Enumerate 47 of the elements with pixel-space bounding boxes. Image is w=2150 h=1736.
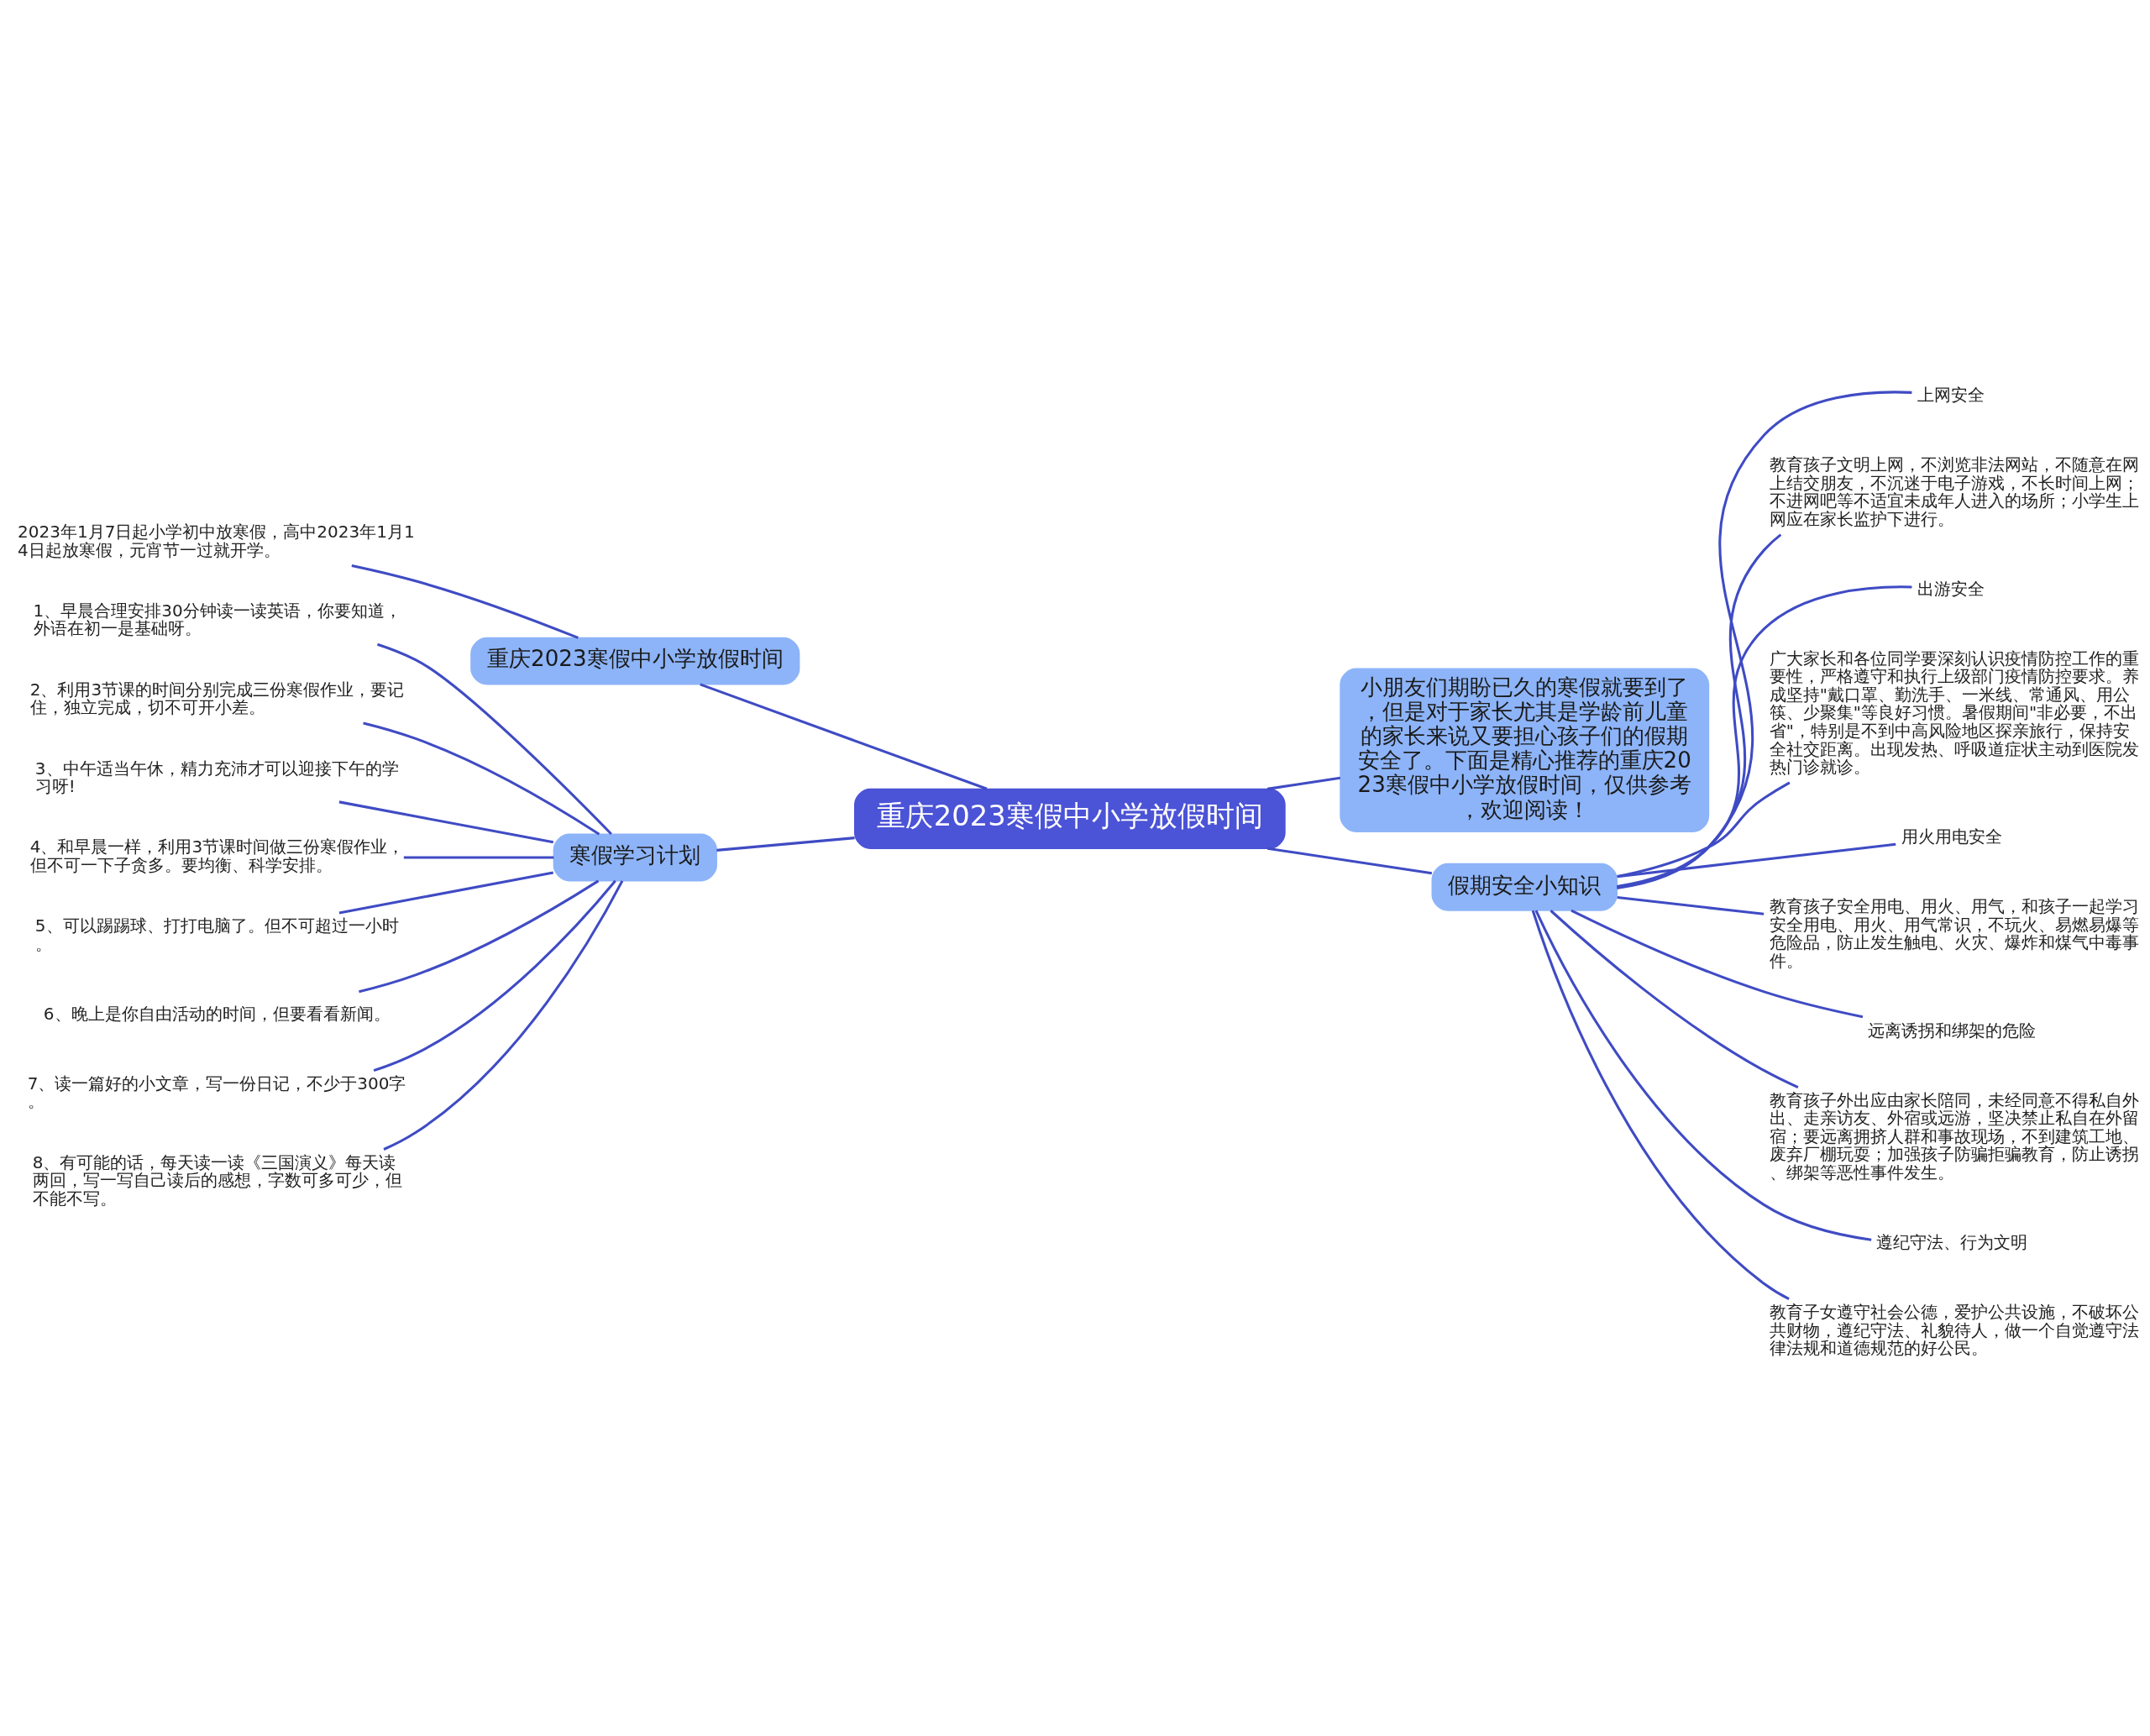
- node-box: 重庆2023寒假中小学放假时间: [854, 788, 1286, 849]
- connector: [1617, 390, 1912, 889]
- node-box: 寒假学习计划: [553, 832, 717, 881]
- node-text: 教育孩子安全用电、用火、用气，和孩子一起学习安全用电、用火、用气常识，不玩火、易燃易爆等危险品，防止发生触电、火灾、爆炸和煤气中毒事件。: [1769, 895, 2139, 971]
- node-box: 重庆2023寒假中小学放假时间: [470, 637, 800, 685]
- node-box: 假期安全小知识: [1431, 863, 1618, 911]
- connector: [1534, 909, 1872, 1241]
- connector: [1531, 910, 1790, 1300]
- node-text: 远离诱拐和绑架的危险: [1868, 1020, 2037, 1041]
- connector: [1266, 847, 1433, 874]
- node-text: 1、早晨合理安排30分钟读一读英语，你要知道，外语在初一是基础呀。: [33, 600, 401, 638]
- node-text: 用火用电安全: [1901, 826, 2002, 847]
- connector: [716, 836, 855, 852]
- connector: [1550, 909, 1799, 1088]
- node-text: 8、有可能的话，每天读一读《三国演义》每天读两回，写一写自己读后的感想，字数可多可少，但不能不写。: [32, 1151, 402, 1209]
- node-text: 教育孩子外出应由家长陪同，未经同意不得私自外出、走亲访友、外宿或远游，坚决禁止私自在外留宿；要远离拥挤人群和事故现场，不到建筑工地、废弃厂棚玩耍；加强孩子防骗拒骗教育，防止诱拐、绑架等恶性事件发生。: [1769, 1089, 2139, 1183]
- node-text: 6、晚上是你自由活动的时间，但要看看新闻。: [43, 1003, 391, 1024]
- node-text: 2023年1月7日起小学初中放寒假，高中2023年1月14日起放寒假，元宵节一过就开学。: [18, 521, 415, 560]
- connector: [376, 642, 612, 835]
- connector: [383, 879, 624, 1151]
- connector: [1617, 842, 1896, 878]
- node-text: 教育子女遵守社会公德，爱护公共设施，不破坏公共财物，遵纪守法、礼貌待人，做一个自觉遵守法律法规和道德规范的好公民。: [1769, 1301, 2139, 1358]
- connector: [338, 871, 554, 914]
- node-text: 教育孩子文明上网，不浏览非法网站，不随意在网上结交朋友，不沉迷于电子游戏，不长时间上网；不进网吧等不适宜未成年人进入的场所；小学生上网应在家长监护下进行。: [1769, 454, 2139, 529]
- connector: [1571, 909, 1864, 1018]
- node-text: 上网安全: [1917, 384, 1985, 405]
- node-text: 3、中午适当午休，精力充沛才可以迎接下午的学习呀!: [34, 758, 399, 796]
- node-text: 出游安全: [1917, 578, 1985, 599]
- connector: [1617, 781, 1791, 878]
- connector: [1266, 776, 1341, 790]
- node-text: 2、利用3节课的时间分别完成三份寒假作业，要记住，独立完成，切不可开小差。: [29, 679, 405, 717]
- node-text: 遵纪守法、行为文明: [1876, 1231, 2028, 1252]
- connector: [363, 721, 600, 835]
- node-text: 5、可以踢踢球、打打电脑了。但不可超过一小时。: [34, 915, 399, 954]
- connector: [338, 800, 554, 843]
- node-text: 4、和早晨一样，利用3节课时间做三份寒假作业，但不可一下子贪多。要均衡、科学安排。: [29, 836, 405, 875]
- node-box: 小朋友们期盼已久的寒假就要到了，但是对于家长尤其是学龄前儿童的家长来说又要担心孩子们的假期安全了。下面是精心推荐的重庆2023寒假中小学放假时间，仅供参考，欢迎阅读！: [1340, 668, 1710, 832]
- connector: [1617, 585, 1912, 888]
- node-text: 广大家长和各位同学要深刻认识疫情防控工作的重要性，严格遵守和执行上级部门疫情防控要求。养成坚持"戴口罩、勤洗手、一米线、常通风、用公筷、少聚集"等良好习惯。暑假期间"非必要，不出省"，特别是不到中高风险地区探亲旅行，保持安全社交距离。出现发热、呼吸道症状主动到医院发热门诊就诊。: [1769, 648, 2139, 777]
- connector: [359, 879, 600, 993]
- connector: [1617, 532, 1782, 889]
- node-text: 7、读一篇好的小文章，写一份日记，不少于300字。: [27, 1073, 406, 1111]
- connector: [403, 855, 554, 858]
- connector: [1617, 895, 1765, 915]
- connector: [373, 879, 616, 1072]
- connector: [700, 682, 988, 790]
- connector: [351, 564, 579, 639]
